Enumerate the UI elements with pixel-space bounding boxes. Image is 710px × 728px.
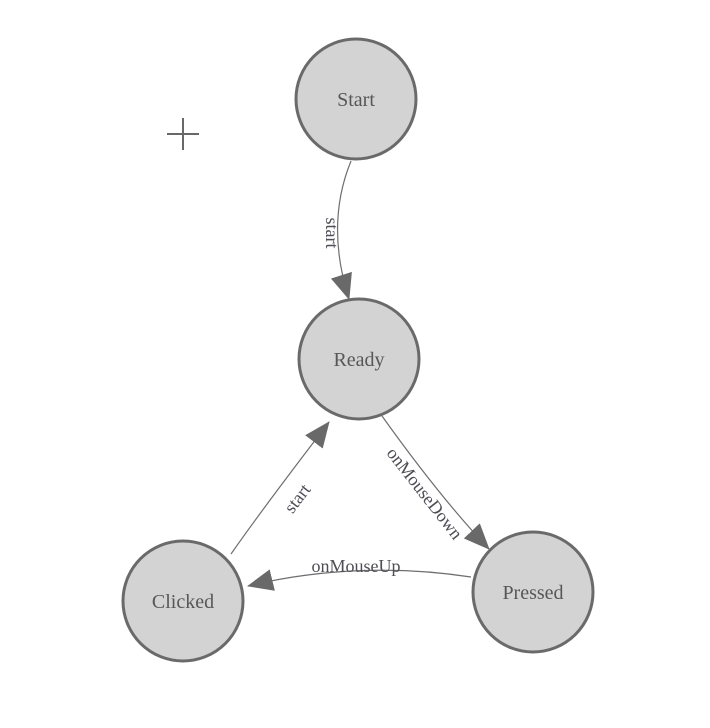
- edge-label-clicked-to-ready: start: [280, 480, 315, 517]
- edge-label-start-to-ready: start: [322, 218, 342, 249]
- node-label-pressed: Pressed: [502, 582, 563, 604]
- node-circle-clicked[interactable]: [121, 539, 245, 663]
- node-pressed[interactable]: Pressed: [471, 530, 595, 654]
- node-circle-pressed[interactable]: [471, 530, 595, 654]
- edge-ready-to-pressed[interactable]: onMouseDown: [381, 415, 490, 550]
- edge-path-clicked-to-ready[interactable]: [230, 421, 330, 555]
- edge-path-pressed-to-clicked[interactable]: [247, 569, 472, 591]
- edge-label-pressed-to-clicked: onMouseUp: [312, 556, 401, 576]
- node-circle-start[interactable]: [294, 37, 418, 161]
- node-label-ready: Ready: [333, 349, 384, 371]
- edge-start-to-ready[interactable]: start: [322, 160, 352, 300]
- edge-path-ready-to-pressed[interactable]: [381, 415, 490, 550]
- node-label-clicked: Clicked: [152, 591, 214, 613]
- node-clicked[interactable]: Clicked: [121, 539, 245, 663]
- edge-label-ready-to-pressed: onMouseDown: [383, 443, 467, 543]
- edge-pressed-to-clicked[interactable]: onMouseUp: [247, 556, 472, 591]
- node-start[interactable]: Start: [294, 37, 418, 161]
- crosshair-icon: [167, 118, 199, 150]
- node-label-start: Start: [337, 89, 375, 111]
- node-ready[interactable]: Ready: [297, 297, 421, 421]
- node-circle-ready[interactable]: [297, 297, 421, 421]
- edge-path-start-to-ready[interactable]: [330, 160, 352, 300]
- edge-clicked-to-ready[interactable]: start: [230, 421, 330, 555]
